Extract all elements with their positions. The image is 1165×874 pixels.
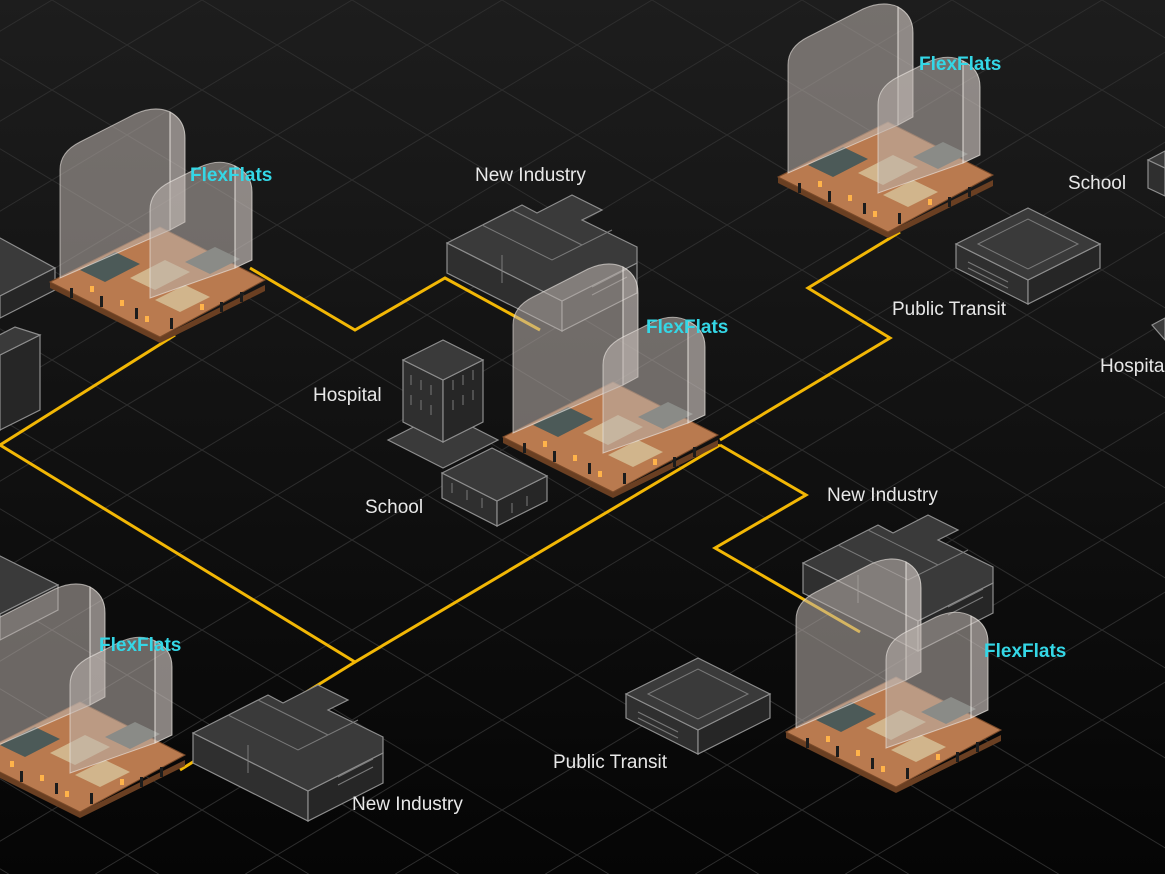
flexflats-label-center: FlexFlats [646,317,728,338]
grid-line [0,0,803,482]
hospital-building-center [387,339,499,469]
hospital-label-east: Hospita [1100,356,1165,377]
school-label-center: School [365,497,423,518]
grid-line [0,0,953,572]
grid-line [801,0,1165,219]
flexflats-label-northwest: FlexFlats [190,165,272,186]
hospital-building-west-edge [0,326,42,431]
grid-line [0,0,653,392]
grid-line [245,321,1165,874]
school-label-east: School [1068,173,1126,194]
labels: FlexFlats FlexFlats FlexFlats FlexFlats … [99,54,1165,815]
public-transit-label-south: Public Transit [553,752,668,773]
connector-path-main [0,333,721,664]
school-building-east-edge [1146,150,1165,197]
new-industry-label-east: New Industry [827,485,938,506]
flexflats-label-southeast: FlexFlats [984,641,1066,662]
flexflats-label-southwest: FlexFlats [99,635,181,656]
hospital-label-center: Hospital [313,385,382,406]
grid-line [51,0,1165,669]
public-transit-label-northeast: Public Transit [892,299,1007,320]
grid-line [395,411,1165,874]
hospital-building-east-edge [1151,317,1165,341]
grid-line [845,681,1165,874]
grid-line [351,0,1165,489]
connector-path-east [712,443,861,634]
grid-line [0,418,759,874]
grid-line [0,0,503,302]
connector-path-west-loop [249,266,541,332]
connector-path-northeast [719,230,901,442]
grid-line [545,501,1165,874]
flexflats-label-north: FlexFlats [919,54,1001,75]
grid-line [201,0,1165,579]
new-industry-label-south: New Industry [352,794,463,815]
new-industry-label-north: New Industry [475,165,586,186]
grid-line [501,0,1165,399]
